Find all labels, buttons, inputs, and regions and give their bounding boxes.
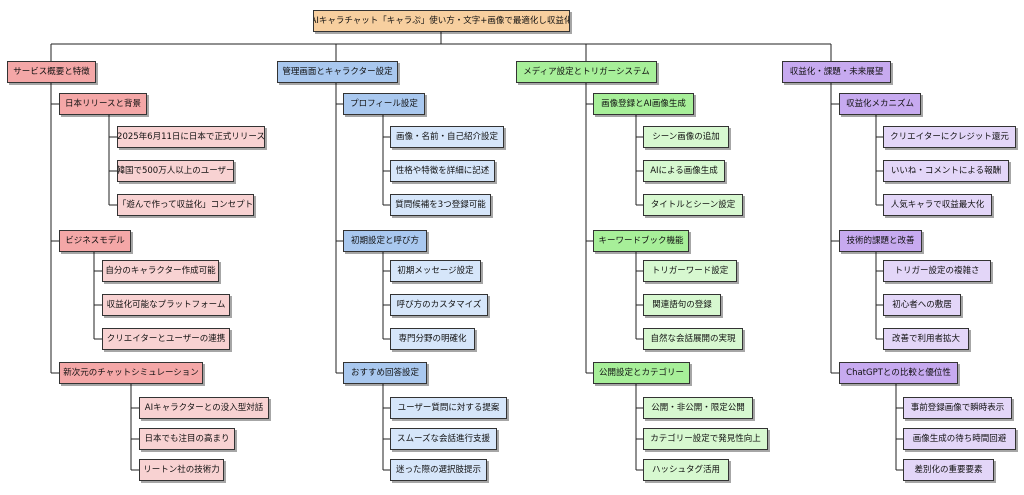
leaf-node: 改善で利用者拡大 bbox=[883, 328, 969, 350]
leaf-node: クリエイターとユーザーの連携 bbox=[102, 328, 230, 350]
leaf-node: 呼び方のカスタマイズ bbox=[390, 294, 488, 316]
branch-node-service-overview: サービス概要と特徴 bbox=[7, 61, 96, 83]
child-node-keyword-book: キーワードブック機能 bbox=[593, 230, 689, 252]
leaf-node: タイトルとシーン設定 bbox=[643, 194, 743, 216]
leaf-node: 画像生成の待ち時間回避 bbox=[903, 428, 1016, 450]
leaf-node: 関連語句の登録 bbox=[643, 294, 721, 316]
child-node-publish-category: 公開設定とカテゴリー bbox=[593, 362, 690, 384]
child-node-monetization-mechanism: 収益化メカニズム bbox=[839, 93, 921, 115]
child-node-japan-release: 日本リリースと背景 bbox=[59, 93, 147, 115]
leaf-node: 自然な会話展開の実現 bbox=[643, 328, 743, 350]
leaf-node: リートン社の技術力 bbox=[139, 459, 224, 481]
leaf-node: 自分のキャラクター作成可能 bbox=[102, 260, 219, 282]
leaf-node: カテゴリー設定で発見性向上 bbox=[643, 428, 768, 450]
leaf-node: 初心者への敷居 bbox=[883, 294, 961, 316]
leaf-node: ハッシュタグ活用 bbox=[643, 459, 729, 481]
leaf-node: ユーザー質問に対する提案 bbox=[390, 397, 507, 419]
branch-node-monetization: 収益化・課題・未来展望 bbox=[782, 61, 891, 83]
leaf-node: 「遊んで作って収益化」コンセプト bbox=[117, 194, 254, 216]
branch-node-admin-settings: 管理画面とキャラクター設定 bbox=[277, 61, 398, 83]
leaf-node: AIによる画像生成 bbox=[643, 160, 725, 182]
leaf-node: 事前登録画像で瞬時表示 bbox=[903, 397, 1012, 419]
leaf-node: スムーズな会話進行支援 bbox=[390, 428, 497, 450]
leaf-node: 日本でも注目の高まり bbox=[139, 428, 235, 450]
leaf-node: 韓国で500万人以上のユーザー bbox=[117, 160, 234, 182]
child-node-chatgpt-comparison: ChatGPTとの比較と優位性 bbox=[839, 362, 958, 384]
leaf-node: 迷った際の選択肢提示 bbox=[390, 459, 487, 481]
leaf-node: 専門分野の明確化 bbox=[390, 328, 475, 350]
child-node-business-model: ビジネスモデル bbox=[59, 230, 131, 252]
leaf-node: 公開・非公開・限定公開 bbox=[643, 397, 753, 419]
leaf-node: 初期メッセージ設定 bbox=[390, 260, 481, 282]
leaf-node: AIキャラクターとの没入型対話 bbox=[139, 397, 269, 419]
child-node-chat-simulation: 新次元のチャットシミュレーション bbox=[59, 362, 203, 384]
child-node-image-registration: 画像登録とAI画像生成 bbox=[593, 93, 694, 115]
leaf-node: いいね・コメントによる報酬 bbox=[883, 160, 1009, 182]
leaf-node: 2025年6月11日に日本で正式リリース bbox=[117, 126, 265, 148]
leaf-node: トリガーワード設定 bbox=[643, 260, 737, 282]
leaf-node: クリエイターにクレジット還元 bbox=[883, 126, 1016, 148]
root-node: AIキャラチャット「キャラぷ」使い方・文字+画像で最適化し収益化 bbox=[313, 10, 570, 32]
leaf-node: 画像・名前・自己紹介設定 bbox=[390, 126, 504, 148]
child-node-profile-settings: プロフィール設定 bbox=[343, 93, 425, 115]
child-node-initial-settings: 初期設定と呼び方 bbox=[343, 230, 427, 252]
leaf-node: トリガー設定の複雑さ bbox=[883, 260, 991, 282]
branch-node-media-trigger: メディア設定とトリガーシステム bbox=[516, 61, 657, 83]
leaf-node: 性格や特徴を詳細に記述 bbox=[390, 160, 495, 182]
leaf-node: シーン画像の追加 bbox=[643, 126, 729, 148]
leaf-node: 質問候補を3つ登録可能 bbox=[390, 194, 491, 216]
child-node-recommended-answers: おすすめ回答設定 bbox=[343, 362, 427, 384]
leaf-node: 収益化可能なプラットフォーム bbox=[102, 294, 230, 316]
leaf-node: 差別化の重要要素 bbox=[903, 459, 994, 481]
child-node-technical-issues: 技術的課題と改善 bbox=[839, 230, 922, 252]
leaf-node: 人気キャラで収益最大化 bbox=[883, 194, 992, 216]
